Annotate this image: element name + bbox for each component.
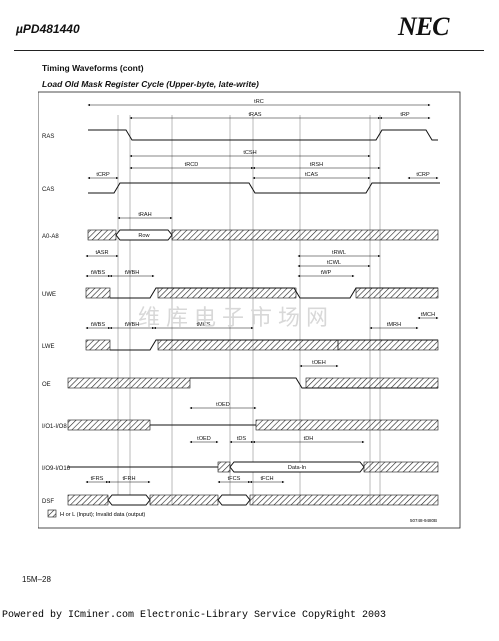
timing-label-trp: tRP	[400, 112, 410, 118]
timing-label-twp: tWP	[321, 270, 332, 276]
timing-label-trc: tRC	[254, 99, 264, 105]
figure-code: 50748-9480B	[410, 518, 437, 523]
legend-swatch	[47, 509, 57, 518]
timing-label-trwl: tRWL	[332, 250, 346, 256]
signal-label-io1io8: I/O1-I/O8	[42, 424, 67, 430]
io9-hatch-a	[217, 461, 231, 473]
timing-label-tmrh: tMRH	[387, 322, 401, 328]
oe-hatch-a	[67, 377, 191, 389]
dsf-hatch-a	[67, 494, 109, 506]
signal-label-io9io16: I/O9-I/O16	[42, 466, 71, 472]
timing-label-toeh: tOEH	[312, 360, 326, 366]
timing-label-tcrp: tCRP	[96, 172, 110, 178]
timing-label-twbs: tWBS	[91, 322, 106, 328]
uwe-hatch-c	[355, 287, 439, 299]
signal-label-lwe: LWE	[42, 344, 55, 350]
timing-label-tmcs: tMCS	[197, 322, 211, 328]
timing-label-toed: tOED	[216, 402, 230, 408]
uwe-hatch-a	[85, 287, 111, 299]
cas-waveform	[88, 182, 440, 194]
signal-label-dsf: DSF	[42, 499, 54, 505]
timing-label-tcas: tCAS	[305, 172, 318, 178]
io9-datain-bus-label: Data-In	[288, 465, 306, 471]
header-rule	[14, 50, 484, 51]
signal-label-cas: CAS	[42, 187, 54, 193]
signal-label-oe: OE	[42, 382, 51, 388]
uwe-waveform	[110, 287, 438, 299]
watermark: 维库电子市场网	[138, 306, 335, 331]
lwe-hatch-c	[337, 339, 439, 351]
io9-hatch-b	[363, 461, 439, 473]
oe-hatch-b	[305, 377, 439, 389]
timing-label-tcsh: tCSH	[243, 150, 256, 156]
footer-text: Powered by ICminer.com Electronic-Librar…	[2, 610, 387, 621]
ras-waveform	[88, 129, 438, 141]
signal-label-ras: RAS	[42, 134, 54, 140]
timing-label-trsh: tRSH	[310, 162, 323, 168]
addr-hatch-a	[87, 229, 117, 241]
diagram-frame	[38, 91, 461, 529]
legend-text: H or L (Input); Invalid data (output)	[60, 512, 145, 518]
timing-label-tras: tRAS	[248, 112, 261, 118]
timing-label-tfch: tFCH	[260, 476, 273, 482]
addr-row-bus-label: Row	[138, 233, 150, 239]
nec-logo: NEC	[398, 12, 449, 41]
timing-label-tds: tDS	[237, 436, 247, 442]
section-title: Timing Waveforms (cont)	[42, 63, 144, 73]
timing-label-twbs: tWBS	[91, 270, 106, 276]
timing-label-trcd: tRCD	[185, 162, 199, 168]
timing-label-tfrs: tFRS	[91, 476, 104, 482]
timing-label-trah: tRAH	[138, 212, 151, 218]
signal-label-uwe: UWE	[42, 292, 56, 298]
lwe-hatch-a	[85, 339, 111, 351]
timing-label-tcwl: tCWL	[327, 260, 341, 266]
io1-hatch-b	[255, 419, 439, 431]
timing-label-tfrh: tFRH	[122, 476, 135, 482]
page-number: 15M–28	[22, 575, 51, 584]
uwe-hatch-b	[157, 287, 297, 299]
timing-label-tcrp: tCRP	[416, 172, 430, 178]
dsf-bus-a	[107, 494, 151, 506]
timing-label-tdh: tDH	[304, 436, 314, 442]
timing-label-twbh: tWBH	[125, 270, 140, 276]
timing-label-toed: tOED	[197, 436, 211, 442]
timing-label-twbh: tWBH	[125, 322, 140, 328]
io1-hatch-a	[67, 419, 151, 431]
lwe-hatch-b	[157, 339, 339, 351]
dsf-bus-b	[217, 494, 251, 506]
signal-label-a0a8: A0-A8	[42, 234, 59, 240]
part-number: µPD481440	[16, 22, 80, 36]
timing-label-tasr: tASR	[95, 250, 108, 256]
diagram-title: Load Old Mask Register Cycle (Upper-byte…	[42, 79, 259, 89]
dsf-hatch-b	[149, 494, 219, 506]
timing-label-tmch: tMCH	[421, 312, 435, 318]
addr-hatch-b	[171, 229, 439, 241]
timing-label-tfcs: tFCS	[228, 476, 241, 482]
dsf-hatch-c	[249, 494, 439, 506]
